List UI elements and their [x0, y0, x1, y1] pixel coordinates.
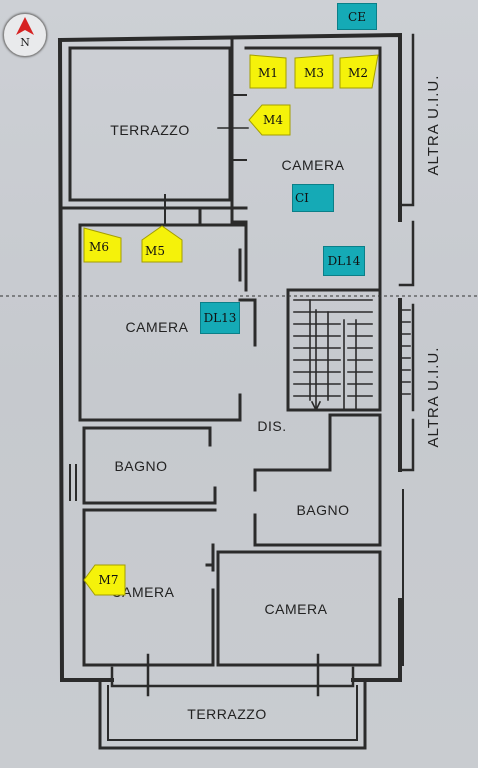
bedroom-mid-door [238, 298, 257, 347]
marker-ci: CI [292, 184, 334, 212]
label-altra-uiu-bottom: ALTRA U.I.U. [425, 347, 442, 448]
terrace-bottom-inner [107, 685, 358, 741]
bathroom-left-outline [82, 426, 217, 505]
marker-m7: M7 [98, 573, 119, 587]
terrace-bottom-doors [146, 653, 320, 697]
compass-label: N [20, 36, 30, 49]
marker-m2-shape [339, 54, 379, 89]
stair-outline [286, 288, 382, 412]
label-bagno-left: BAGNO [114, 458, 167, 474]
north-compass: N [3, 13, 47, 57]
marker-m5-shape [141, 225, 183, 263]
label-bagno-right: BAGNO [296, 502, 349, 518]
label-camera-mid-left: CAMERA [126, 319, 189, 335]
marker-dl13: DL13 [200, 302, 240, 334]
marker-m7-shape [83, 564, 126, 596]
marker-ce: CE [337, 3, 377, 30]
bedroom-bottom-right-outline [216, 550, 382, 667]
marker-m2: M2 [348, 66, 368, 80]
label-camera-bottom-right: CAMERA [265, 601, 328, 617]
label-disimpegno: DIS. [257, 418, 286, 434]
label-terrazzo-bottom: TERRAZZO [187, 706, 266, 722]
north-arrow-icon [16, 17, 34, 35]
right-wall-ticks [399, 309, 411, 395]
bathroom-left-window [69, 464, 77, 501]
outer-wall-top [57, 32, 402, 222]
label-altra-uiu-top: ALTRA U.I.U. [425, 75, 442, 176]
bedroom-top-right-wall [244, 46, 382, 292]
marker-m6: M6 [89, 240, 109, 254]
adjacent-unit-mid-line [398, 220, 415, 287]
outer-wall-left [57, 37, 114, 682]
label-camera-bottom-left: CAMERA [112, 584, 175, 600]
terrace-bottom-rail [110, 666, 355, 688]
outer-wall-bottom [351, 598, 402, 682]
marker-m4: M4 [263, 113, 283, 127]
bathroom-right-outline [253, 413, 382, 547]
bedroom-top-left-wall [230, 38, 248, 292]
adjacent-unit-top-line [398, 33, 415, 207]
marker-m4-shape [248, 104, 291, 136]
bedroom-mid-outline [78, 223, 242, 422]
bathroom-left-top-wall [82, 426, 212, 447]
yellow-markers [83, 54, 379, 596]
label-terrazzo-top: TERRAZZO [110, 122, 189, 138]
bedroom-bottom-left-door [205, 543, 215, 572]
terrace-top-outline [68, 46, 232, 202]
marker-m3-shape [294, 54, 334, 89]
marker-m3: M3 [304, 66, 324, 80]
terrace-bottom-outline [98, 678, 367, 750]
marker-m6-shape [83, 227, 122, 263]
label-camera-top-right: CAMERA [282, 157, 345, 173]
marker-m5: M5 [145, 244, 165, 258]
adjacent-unit-lower-line [398, 418, 415, 472]
marker-m1-shape [249, 54, 287, 89]
marker-dl14: DL14 [323, 246, 365, 276]
stair-treads [293, 299, 373, 412]
marker-m1: M1 [258, 66, 278, 80]
